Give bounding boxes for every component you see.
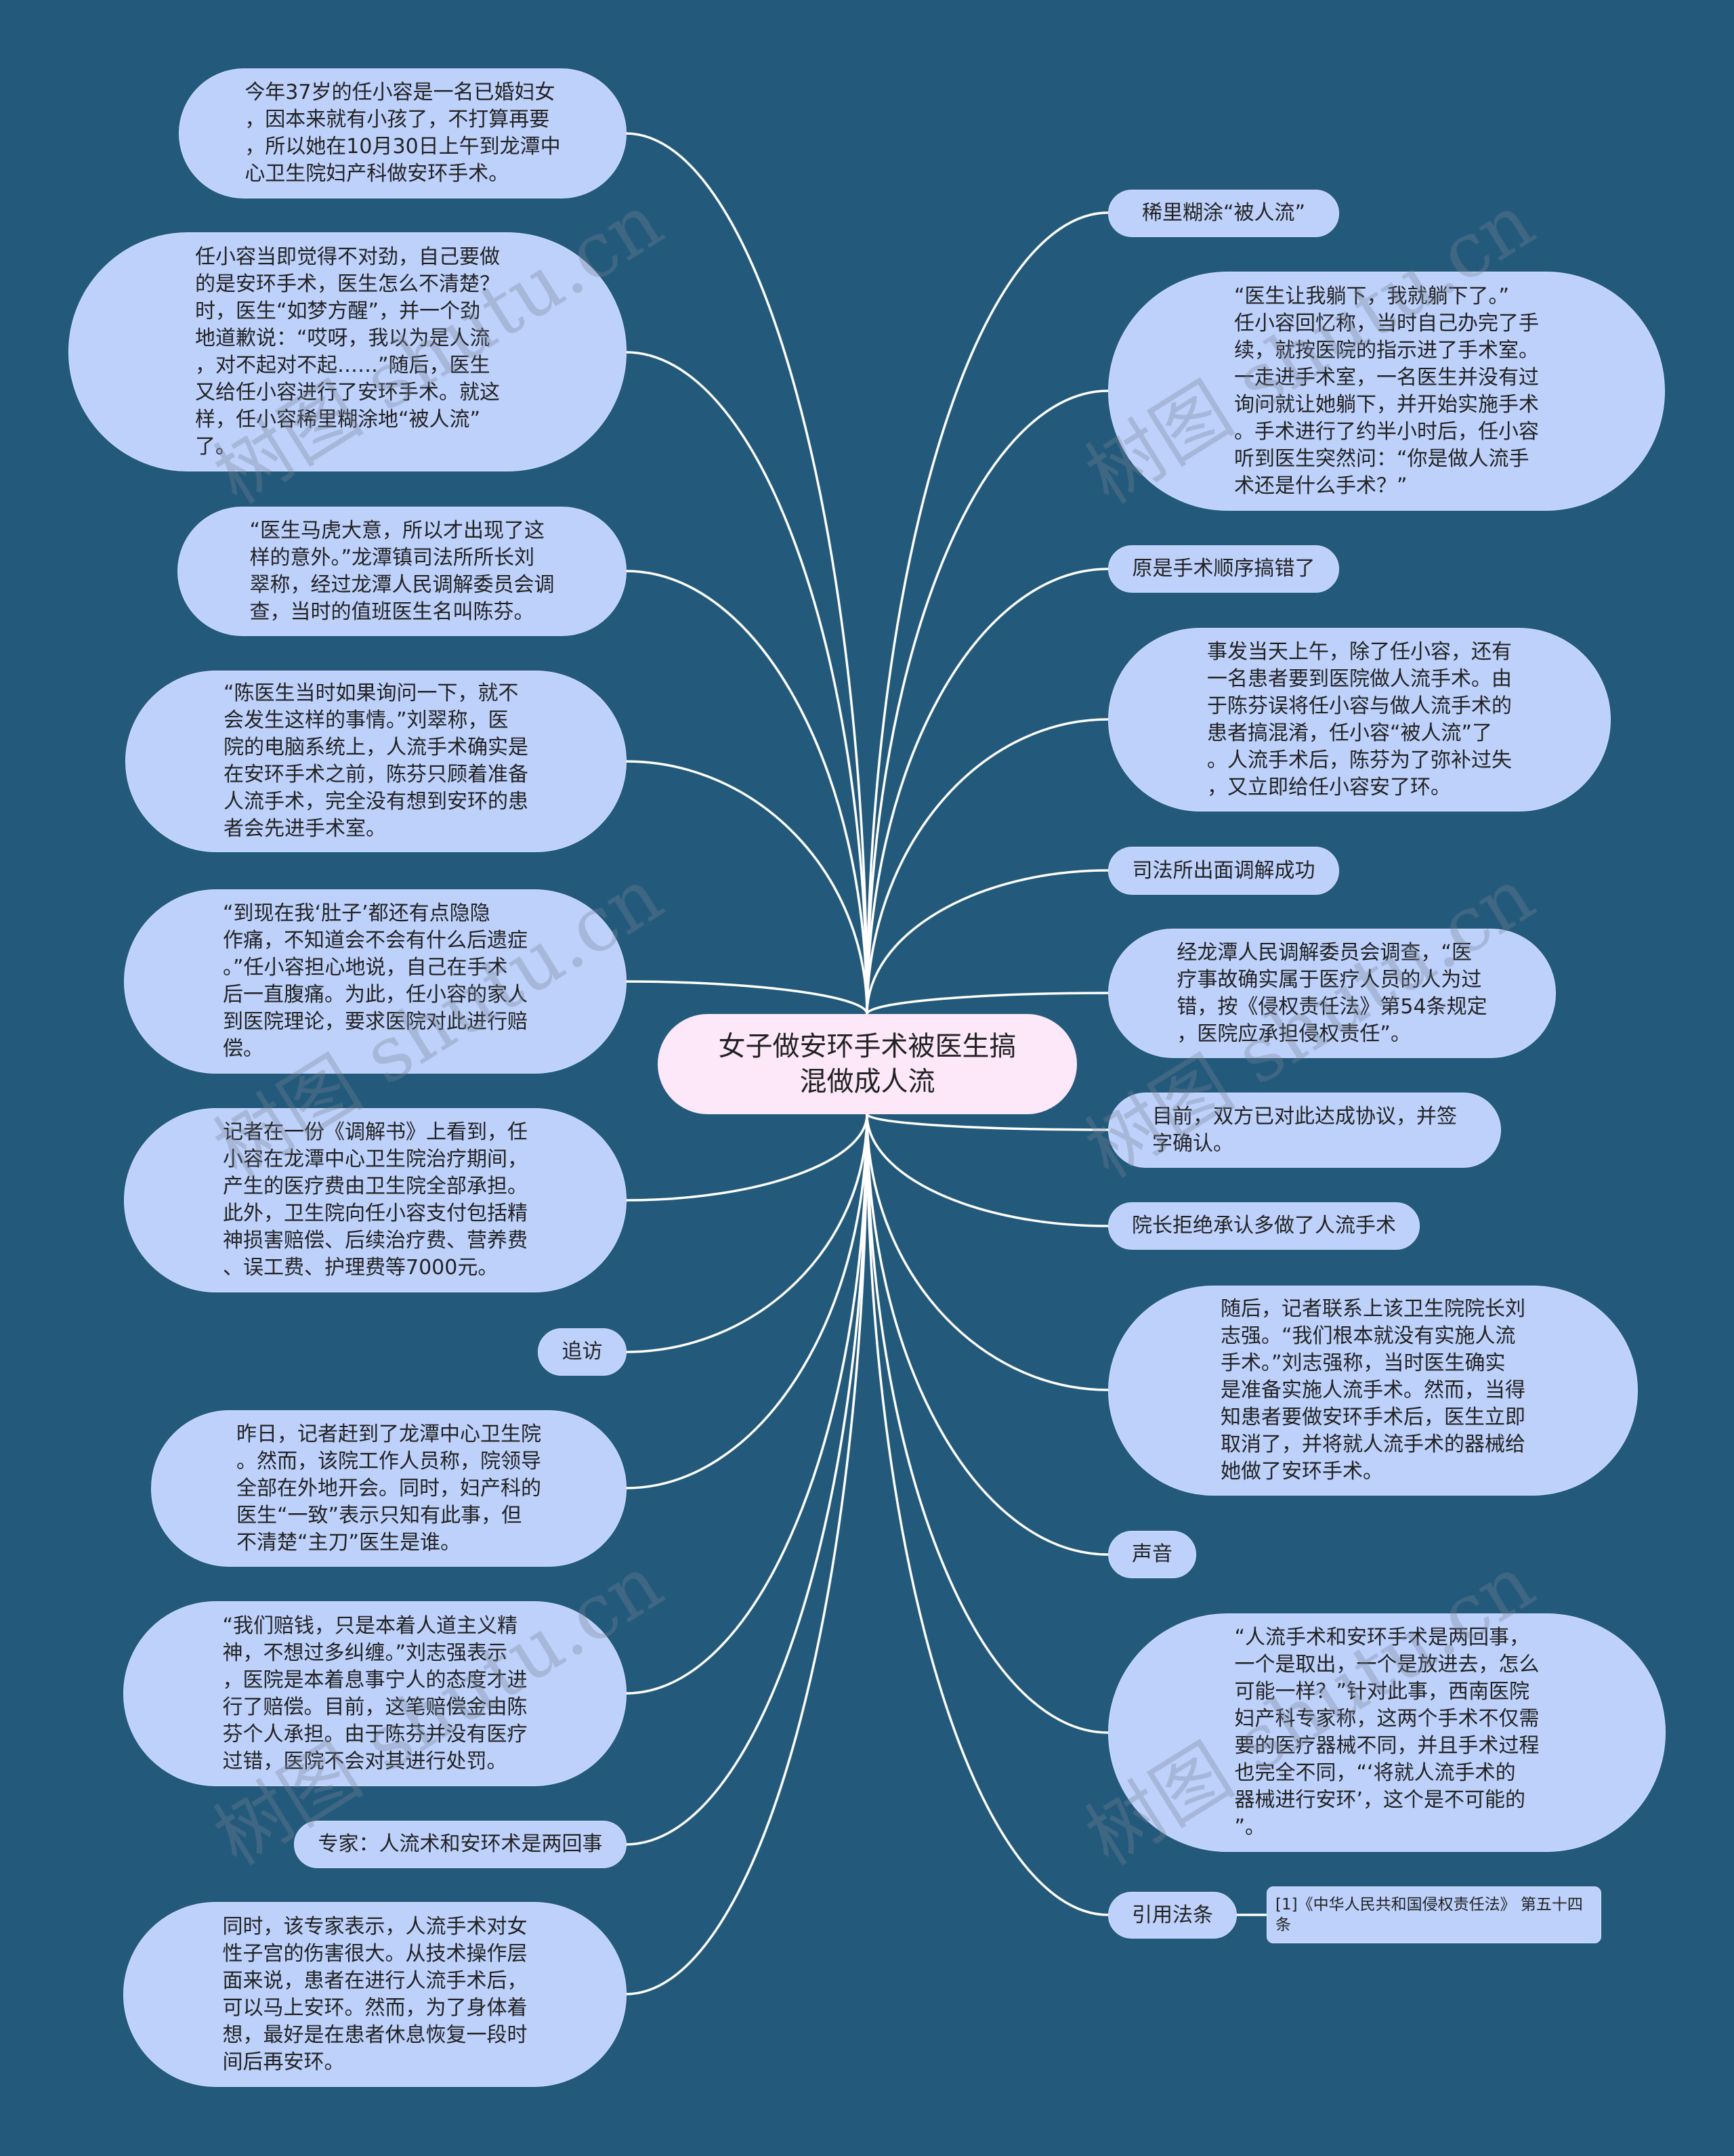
connector-line — [866, 568, 1109, 1015]
topic-text: “陈医生当时如果询问一下，就不 会发生这样的事情。”刘翠称，医 院的电脑系统上，… — [224, 681, 528, 841]
topic-text: 经龙潭人民调解委员会调查，“医 疗事故确实属于医疗人员的人为过 错，按《侵权责任… — [1177, 940, 1487, 1046]
topic-text: “到现在我‘肚子’都还有点隐隐 作痛，不知道会不会有什么后遗症 。”任小容担心地… — [223, 902, 528, 1061]
topic-text: 稀里糊涂“被人流” — [1141, 201, 1306, 225]
topic-text: 追访 — [562, 1340, 603, 1364]
connector-line — [625, 1113, 868, 1202]
topic-text: 司法所出面调解成功 — [1132, 858, 1315, 883]
citation-box[interactable]: [1]《中华人民共和国侵权责任法》 第五十四 条 — [1267, 1886, 1601, 1943]
connector-line — [866, 1113, 1109, 1734]
topic-text: “我们赔钱，只是本着人道主义精 神，不想过多纠缠。”刘志强表示 ，医院是本着息事… — [222, 1613, 528, 1773]
topic-text: 声音 — [1132, 1542, 1172, 1566]
connector-line — [866, 992, 1109, 1015]
topic-text: 院长拒绝承认多做了人流手术 — [1132, 1214, 1396, 1238]
connector-line — [866, 1113, 1109, 1556]
topic-right-12-cited-law[interactable]: 引用法条 — [1108, 1892, 1237, 1939]
topic-right-7[interactable]: 目前，双方已对此达成协议，并签 字确认。 — [1108, 1093, 1501, 1168]
topic-right-1[interactable]: 稀里糊涂“被人流” — [1108, 190, 1339, 237]
connector-line — [866, 389, 1109, 1015]
topic-text: 今年37岁的任小容是一名已婚妇女 ，因本来就有小孩了，不打算再要 ，所以她在10… — [245, 81, 561, 186]
topic-left-5[interactable]: “到现在我‘肚子’都还有点隐隐 作痛，不知道会不会有什么后遗症 。”任小容担心地… — [124, 889, 627, 1074]
connector-line — [625, 980, 868, 1015]
topic-text: 昨日，记者赶到了龙潭中心卫生院 。然而，该院工作人员称，院领导 全部在外地开会。… — [236, 1422, 541, 1555]
topic-left-4[interactable]: “陈医生当时如果询问一下，就不 会发生这样的事情。”刘翠称，医 院的电脑系统上，… — [125, 671, 627, 852]
topic-right-5[interactable]: 司法所出面调解成功 — [1108, 847, 1339, 895]
topic-right-2[interactable]: “医生让我躺下，我就躺下了。” 任小容回忆称，当时自己办完了手 续，就按医院的指… — [1108, 272, 1665, 511]
topic-text: 引用法条 — [1132, 1903, 1213, 1927]
connector-line — [625, 351, 868, 1015]
connector-line — [625, 760, 868, 1015]
topic-right-10-voice[interactable]: 声音 — [1108, 1531, 1196, 1578]
topic-right-3[interactable]: 原是手术顺序搞错了 — [1108, 545, 1339, 593]
connector-line — [625, 1113, 868, 1995]
topic-text: 随后，记者联系上该卫生院院长刘 志强。“我们根本就没有实施人流 手术。”刘志强称… — [1221, 1297, 1525, 1483]
topic-right-8[interactable]: 院长拒绝承认多做了人流手术 — [1108, 1202, 1420, 1250]
topic-right-6[interactable]: 经龙潭人民调解委员会调查，“医 疗事故确实属于医疗人员的人为过 错，按《侵权责任… — [1108, 929, 1556, 1058]
topic-left-10-expert[interactable]: 专家：人流术和安环术是两回事 — [294, 1821, 627, 1868]
topic-left-8[interactable]: 昨日，记者赶到了龙潭中心卫生院 。然而，该院工作人员称，院领导 全部在外地开会。… — [151, 1410, 627, 1567]
topic-right-11[interactable]: “人流手术和安环手术是两回事， 一个是取出，一个是放进去，怎么 可能一样？”针对… — [1108, 1613, 1666, 1852]
topic-left-3[interactable]: “医生马虎大意，所以才出现了这 样的意外。”龙潭镇司法所所长刘 翠称，经过龙潭人… — [177, 507, 627, 636]
topic-text: “医生马虎大意，所以才出现了这 样的意外。”龙潭镇司法所所长刘 翠称，经过龙潭人… — [249, 518, 555, 624]
connector-line — [866, 869, 1109, 1015]
central-topic-text: 女子做安环手术被医生搞 混做成人流 — [718, 1031, 1017, 1097]
connector-line — [866, 1113, 1109, 1916]
connector-line — [866, 211, 1109, 1015]
topic-text: “医生让我躺下，我就躺下了。” 任小容回忆称，当时自己办完了手 续，就按医院的指… — [1234, 284, 1539, 498]
topic-left-11[interactable]: 同时，该专家表示，人流手术对女 性子宫的伤害很大。从技术操作层 面来说，患者在进… — [123, 1902, 627, 2087]
connector-line — [866, 718, 1109, 1015]
citation-text: [1]《中华人民共和国侵权责任法》 第五十四 条 — [1275, 1896, 1583, 1934]
connector-line — [625, 1113, 868, 1846]
central-topic[interactable]: 女子做安环手术被医生搞 混做成人流 — [658, 1014, 1077, 1114]
topic-right-9[interactable]: 随后，记者联系上该卫生院院长刘 志强。“我们根本就没有实施人流 手术。”刘志强称… — [1108, 1286, 1638, 1496]
topic-left-9[interactable]: “我们赔钱，只是本着人道主义精 神，不想过多纠缠。”刘志强表示 ，医院是本着息事… — [123, 1601, 627, 1786]
topic-text: “人流手术和安环手术是两回事， 一个是取出，一个是放进去，怎么 可能一样？”针对… — [1234, 1626, 1540, 1839]
topic-left-6[interactable]: 记者在一份《调解书》上看到，任 小容在龙潭中心卫生院治疗期间， 产生的医疗费由卫… — [124, 1108, 627, 1292]
topic-text: 专家：人流术和安环术是两回事 — [318, 1832, 603, 1856]
topic-text: 事发当天上午，除了任小容，还有 一名患者要到医院做人流手术。由 于陈芬误将任小容… — [1207, 639, 1512, 799]
connector-line — [625, 132, 868, 1015]
connector-line — [866, 1113, 1109, 1391]
connector-line — [625, 570, 868, 1015]
topic-text: 原是手术顺序搞错了 — [1132, 557, 1315, 580]
connector-line — [625, 1113, 868, 1353]
connector-line — [866, 1113, 1109, 1227]
topic-left-1[interactable]: 今年37岁的任小容是一名已婚妇女 ，因本来就有小孩了，不打算再要 ，所以她在10… — [179, 68, 627, 198]
topic-right-4[interactable]: 事发当天上午，除了任小容，还有 一名患者要到医院做人流手术。由 于陈芬误将任小容… — [1108, 628, 1611, 811]
topic-left-2[interactable]: 任小容当即觉得不对劲，自己要做 的是安环手术，医生怎么不清楚？ 时，医生“如梦方… — [68, 232, 627, 471]
topic-left-7-follow-up[interactable]: 追访 — [538, 1328, 627, 1376]
connector-line — [625, 1113, 868, 1695]
topic-text: 同时，该专家表示，人流手术对女 性子宫的伤害很大。从技术操作层 面来说，患者在进… — [222, 1914, 528, 2074]
connector-line — [866, 1113, 1109, 1131]
topic-text: 目前，双方已对此达成协议，并签 字确认。 — [1152, 1104, 1457, 1156]
connector-line — [625, 1113, 868, 1489]
topic-text: 任小容当即觉得不对劲，自己要做 的是安环手术，医生怎么不清楚？ 时，医生“如梦方… — [195, 245, 500, 459]
topic-text: 记者在一份《调解书》上看到，任 小容在龙潭中心卫生院治疗期间， 产生的医疗费由卫… — [223, 1120, 528, 1280]
